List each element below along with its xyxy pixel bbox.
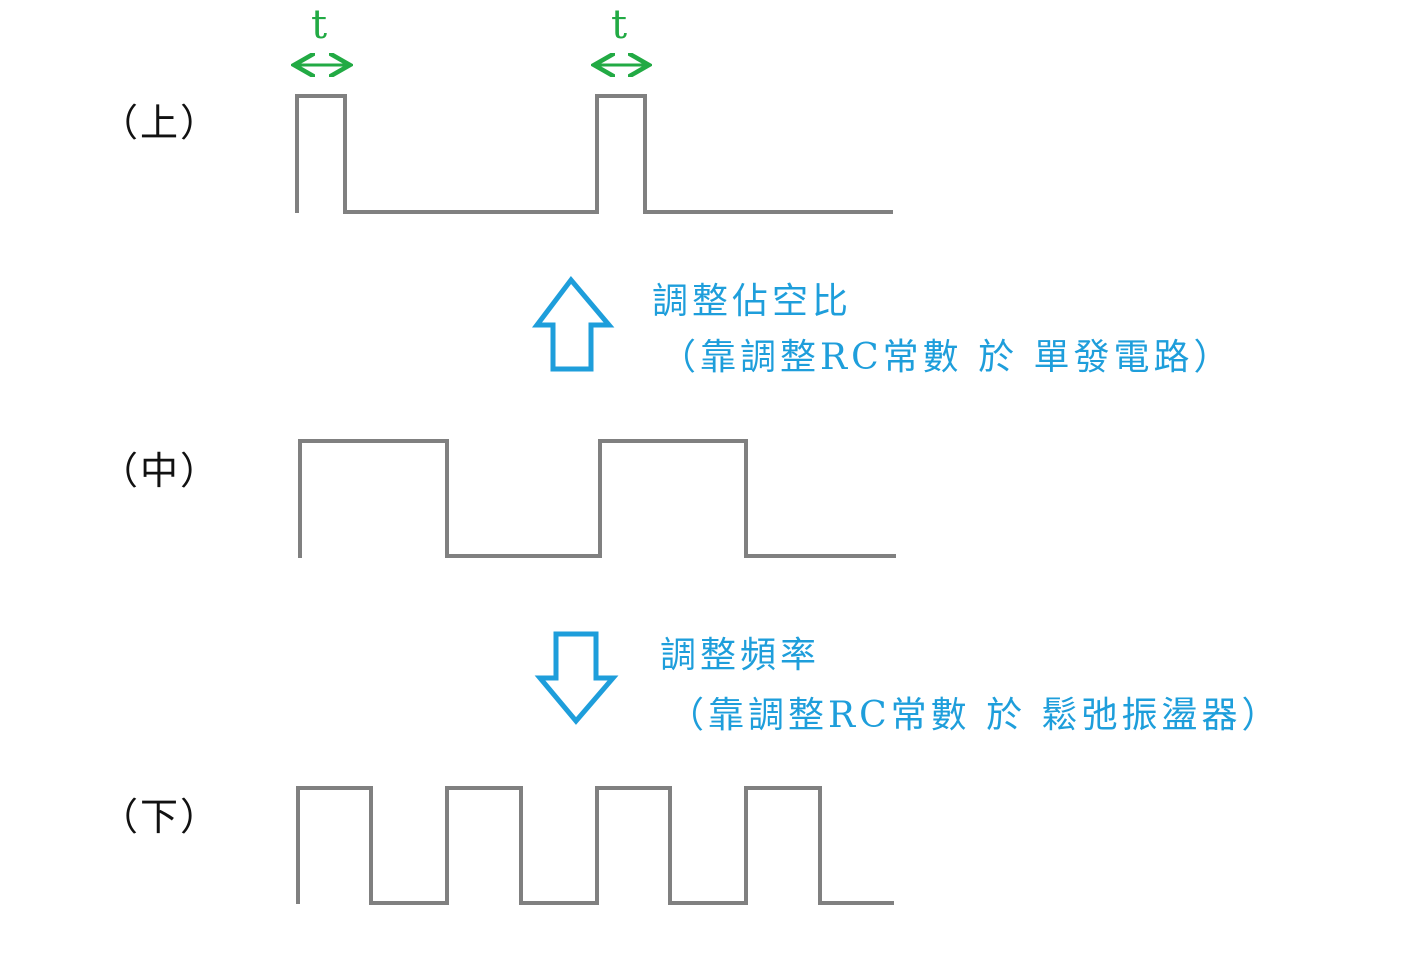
waveform-top	[295, 94, 893, 214]
duty-title: 調整佔空比	[652, 281, 853, 322]
label-bottom: （下）	[100, 795, 221, 839]
waveform-middle	[298, 439, 896, 558]
pulse-width-label-2: t	[611, 2, 628, 48]
waveform-bottom	[296, 786, 894, 905]
frequency-title: 調整頻率	[660, 635, 821, 676]
arrow-down-icon	[534, 631, 619, 725]
frequency-detail: （靠調整RC常數 於 鬆弛振盪器）	[668, 695, 1282, 736]
label-top: （上）	[100, 101, 221, 145]
arrow-up-icon	[531, 275, 615, 372]
duty-detail: （靠調整RC常數 於 單發電路）	[660, 337, 1234, 378]
label-middle: （中）	[100, 449, 221, 493]
pulse-width-label-1: t	[311, 2, 328, 48]
